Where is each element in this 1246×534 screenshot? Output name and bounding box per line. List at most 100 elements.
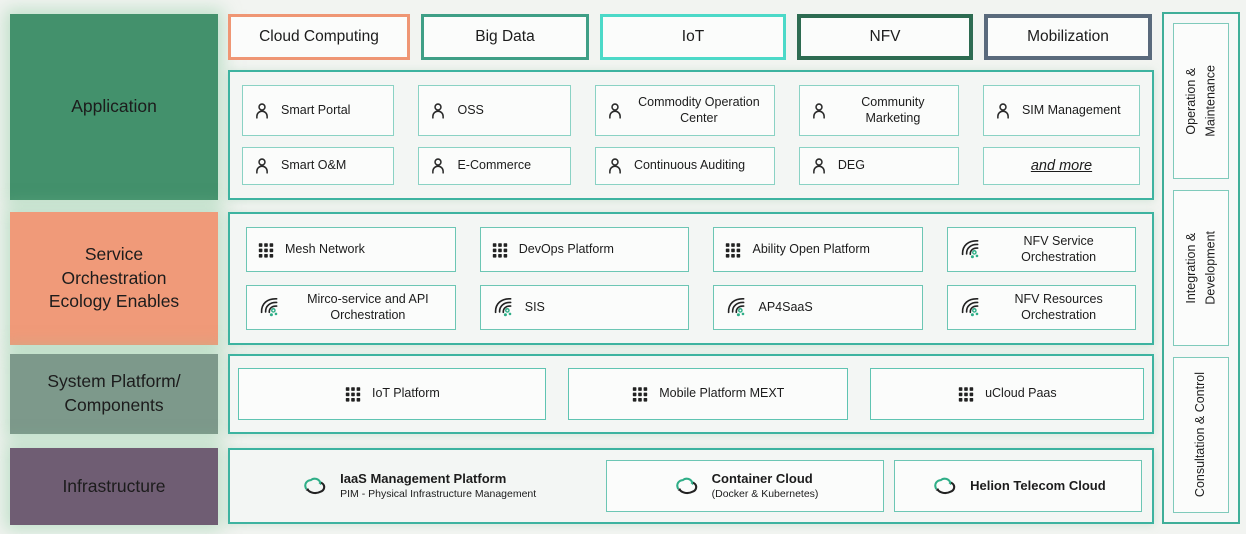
rail-integration-development: Integration & Development xyxy=(1173,190,1229,346)
item-label: OSS xyxy=(457,102,484,117)
chip-cloud-computing: Cloud Computing xyxy=(228,14,410,60)
grid-icon xyxy=(491,241,509,259)
right-rail: Operation & Maintenance Integration & De… xyxy=(1162,12,1240,524)
item-label: DEG xyxy=(837,158,865,173)
item-sublabel: (Docker & Kubernetes) xyxy=(711,487,819,500)
item-label: and more xyxy=(1030,157,1093,174)
grid-icon xyxy=(631,385,649,403)
person-icon xyxy=(429,102,447,120)
row-label-application: Application xyxy=(10,14,218,200)
item-label: IaaS Management Platform xyxy=(340,471,507,487)
rail-label: Operation & Maintenance xyxy=(1183,65,1217,137)
person-icon xyxy=(994,102,1012,120)
orchestration-icon xyxy=(724,296,748,320)
item-label: Ability Open Platform xyxy=(752,241,870,256)
cloud-sync-icon xyxy=(300,475,330,497)
infrastructure-section: IaaS Management Platform PIM - Physical … xyxy=(228,448,1154,524)
technology-chips-row: Cloud Computing Big Data IoT NFV Mobiliz… xyxy=(228,14,1154,60)
item-sublabel: PIM - Physical Infrastructure Management xyxy=(340,487,537,500)
box-devops-platform: DevOps Platform xyxy=(479,227,690,272)
grid-icon xyxy=(724,241,742,259)
item-label: Mobile Platform MEXT xyxy=(659,386,785,401)
box-community-marketing: Community Marketing xyxy=(798,85,959,137)
person-icon xyxy=(429,157,447,175)
item-label: NFV Resources Orchestration xyxy=(1014,291,1103,322)
item-label: Continuous Auditing xyxy=(633,158,746,173)
cloud-sync-icon xyxy=(930,475,960,497)
box-smart-portal: Smart Portal xyxy=(242,85,395,137)
item-label: uCloud Paas xyxy=(985,386,1057,401)
item-label: AP4SaaS xyxy=(758,299,813,314)
item-text: IaaS Management Platform PIM - Physical … xyxy=(340,471,536,500)
rail-consultation-control: Consultation & Control xyxy=(1173,357,1229,513)
person-icon xyxy=(253,157,271,175)
chip-iot: IoT xyxy=(600,14,786,60)
grid-icon xyxy=(344,385,362,403)
person-icon xyxy=(810,157,828,175)
box-container-cloud: Container Cloud (Docker & Kubernetes) xyxy=(606,460,884,512)
chip-mobilization: Mobilization xyxy=(984,14,1152,60)
box-ucloud-paas: uCloud Paas xyxy=(869,368,1144,420)
person-icon xyxy=(810,102,828,120)
item-label: Smart Portal xyxy=(281,102,351,117)
row-label-infrastructure: Infrastructure xyxy=(10,448,218,525)
item-text: Container Cloud (Docker & Kubernetes) xyxy=(712,471,819,500)
item-label: Mesh Network xyxy=(285,241,365,256)
row-label-system-platform: System Platform/ Components xyxy=(10,354,218,434)
box-ability-open-platform: Ability Open Platform xyxy=(713,227,924,272)
service-orchestration-items-grid: Mesh Network DevOps Platform Ability Ope… xyxy=(246,227,1136,330)
grid-icon xyxy=(957,385,975,403)
item-label: Commodity Operation Center xyxy=(638,94,760,125)
box-oss: OSS xyxy=(418,85,571,137)
item-label: SIM Management xyxy=(1021,102,1121,117)
box-nfv-service-orchestration: NFV Service Orchestration xyxy=(947,227,1136,272)
box-micro-service-api-orchestration: Mirco-service and API Orchestration xyxy=(246,285,456,330)
box-iot-platform: IoT Platform xyxy=(238,368,546,420)
box-continuous-auditing: Continuous Auditing xyxy=(594,147,775,185)
person-icon xyxy=(606,102,624,120)
box-deg: DEG xyxy=(798,147,959,185)
item-label: Helion Telecom Cloud xyxy=(970,477,1106,493)
item-label: SIS xyxy=(524,299,545,314)
grid-icon xyxy=(257,241,275,259)
rail-label: Integration & Development xyxy=(1183,231,1217,305)
box-mobile-platform-mext: Mobile Platform MEXT xyxy=(567,368,848,420)
orchestration-icon xyxy=(958,238,982,262)
box-iaas-management-platform: IaaS Management Platform PIM - Physical … xyxy=(240,460,596,512)
orchestration-icon xyxy=(257,296,281,320)
system-platform-items-grid: IoT Platform Mobile Platform MEXT uCloud… xyxy=(238,368,1144,420)
service-orchestration-section: Mesh Network DevOps Platform Ability Ope… xyxy=(228,212,1154,345)
item-label: Smart O&M xyxy=(281,158,347,173)
box-helion-telecom-cloud: Helion Telecom Cloud xyxy=(893,460,1142,512)
item-label: IoT Platform xyxy=(371,386,440,401)
infrastructure-items-grid: IaaS Management Platform PIM - Physical … xyxy=(240,460,1142,512)
box-ap4saas: AP4SaaS xyxy=(713,285,924,330)
orchestration-icon xyxy=(491,296,515,320)
orchestration-icon xyxy=(958,296,982,320)
item-label: Container Cloud xyxy=(711,471,813,487)
system-platform-section: IoT Platform Mobile Platform MEXT uCloud… xyxy=(228,354,1154,434)
item-label: E-Commerce xyxy=(457,158,532,173)
box-e-commerce: E-Commerce xyxy=(418,147,571,185)
item-label: Community Marketing xyxy=(861,94,925,125)
box-mesh-network: Mesh Network xyxy=(246,227,456,272)
box-and-more: and more xyxy=(982,147,1140,185)
item-label: DevOps Platform xyxy=(518,241,614,256)
person-icon xyxy=(606,157,624,175)
item-label: NFV Service Orchestration xyxy=(1021,233,1097,264)
row-label-service-orchestration: Service Orchestration Ecology Enables xyxy=(10,212,218,345)
cloud-sync-icon xyxy=(672,475,702,497)
application-items-grid: Smart Portal OSS Commodity Operation Cen… xyxy=(242,85,1140,185)
chip-big-data: Big Data xyxy=(421,14,589,60)
item-label: Mirco-service and API Orchestration xyxy=(307,291,429,322)
box-nfv-resources-orchestration: NFV Resources Orchestration xyxy=(947,285,1136,330)
application-section: Smart Portal OSS Commodity Operation Cen… xyxy=(228,70,1154,200)
rail-operation-maintenance: Operation & Maintenance xyxy=(1173,23,1229,179)
box-smart-om: Smart O&M xyxy=(242,147,395,185)
box-commodity-operation-center: Commodity Operation Center xyxy=(594,85,775,137)
item-text: Helion Telecom Cloud xyxy=(970,478,1106,494)
chip-nfv: NFV xyxy=(797,14,973,60)
box-sis: SIS xyxy=(479,285,690,330)
rail-label: Consultation & Control xyxy=(1193,372,1208,498)
